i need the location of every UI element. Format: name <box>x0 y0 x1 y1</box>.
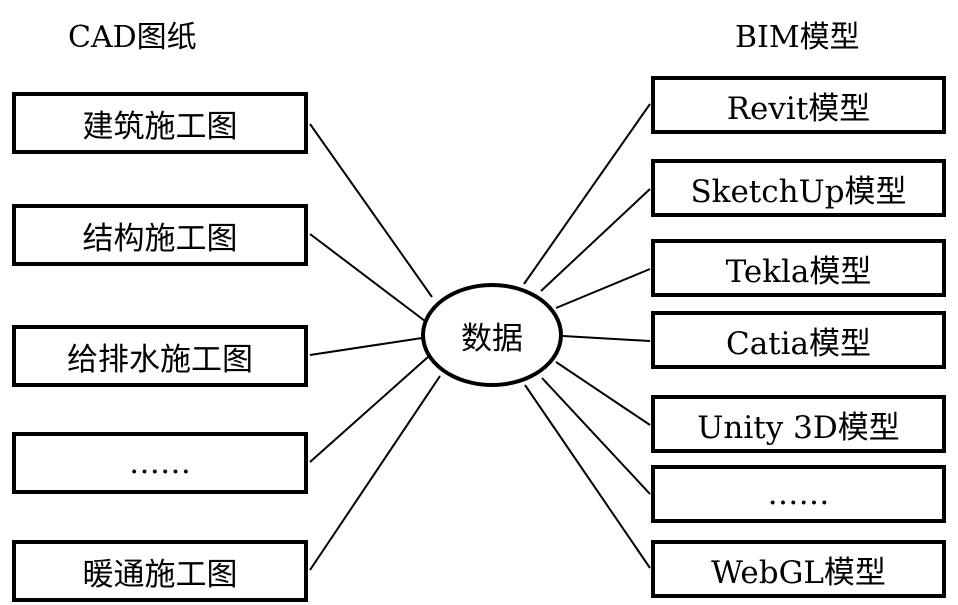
cad-drawings-heading: CAD图纸 <box>68 20 197 55</box>
link-sketchup <box>540 188 651 292</box>
data-hub-ellipse: 数据 <box>421 283 563 387</box>
structural-drawing-box: 结构施工图 <box>12 204 308 266</box>
catia-model-box: Catia模型 <box>651 311 946 369</box>
plumbing-drawing-box: 给排水施工图 <box>12 325 308 387</box>
left-ellipsis-box: …… <box>12 432 308 494</box>
tekla-model-box: Tekla模型 <box>651 239 946 297</box>
link-left-ellipsis <box>309 356 429 463</box>
hvac-drawing-box: 暖通施工图 <box>12 540 308 602</box>
link-plumbing <box>309 337 423 356</box>
link-webgl <box>524 384 651 569</box>
architectural-drawing-box: 建筑施工图 <box>12 92 308 154</box>
link-catia <box>562 335 651 342</box>
revit-model-box: Revit模型 <box>651 76 946 134</box>
unity3d-model-box: Unity 3D模型 <box>651 395 946 453</box>
link-tekla <box>555 268 651 309</box>
link-right-ellipsis <box>541 377 651 495</box>
right-ellipsis-box: …… <box>651 465 946 523</box>
webgl-model-box: WebGL模型 <box>651 540 946 598</box>
link-structural <box>309 233 426 322</box>
sketchup-model-box: SketchUp模型 <box>651 159 946 217</box>
link-revit <box>523 103 651 285</box>
link-architectural <box>309 123 433 298</box>
bim-models-heading: BIM模型 <box>735 20 860 55</box>
link-unity3d <box>555 361 651 426</box>
link-hvac <box>309 375 441 571</box>
